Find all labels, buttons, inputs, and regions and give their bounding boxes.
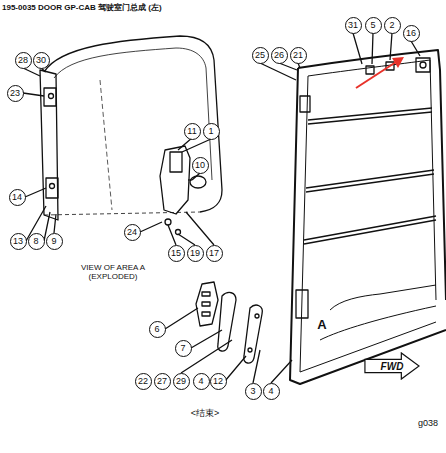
callout-number: 4: [263, 383, 280, 400]
callout-text: 27: [157, 377, 167, 386]
callout-text: 24: [127, 228, 137, 237]
callout-number: 21: [290, 47, 307, 64]
callout-number: 22: [135, 373, 152, 390]
callout-text: 12: [213, 377, 223, 386]
callout-number: 12: [210, 373, 227, 390]
door-frame: [290, 68, 446, 384]
callout-text: 13: [13, 237, 23, 246]
cab-panel-inner: [54, 48, 212, 180]
callout-number: 30: [33, 52, 50, 69]
callout-number: 3: [245, 383, 262, 400]
callout-number: 27: [154, 373, 171, 390]
area-letter: A: [317, 318, 326, 333]
callout-text: 25: [255, 51, 265, 60]
door-frame: [298, 50, 446, 300]
callout-text: 23: [10, 89, 20, 98]
callout-number: 1: [203, 123, 220, 140]
page-title: 195-0035 DOOR GP-CAB 驾驶室门总成 (左): [2, 2, 162, 13]
callout-text: 8: [33, 237, 38, 246]
callout-text: 17: [209, 249, 219, 258]
latch-knob: [190, 176, 206, 188]
callout-text: 5: [370, 21, 375, 30]
callout-text: 1: [208, 127, 213, 136]
striker: [196, 282, 218, 326]
callout-number: 7: [175, 340, 192, 357]
callout-text: 21: [293, 51, 303, 60]
callout-text: 28: [18, 56, 28, 65]
callout-text: 9: [51, 237, 56, 246]
end-mark: <结束>: [191, 408, 220, 418]
callout-text: 30: [36, 56, 46, 65]
callout-text: 22: [138, 377, 148, 386]
callout-number: 15: [168, 245, 185, 262]
callout-number: 28: [15, 52, 32, 69]
callout-number: 24: [124, 224, 141, 241]
callout-number: 2: [384, 17, 401, 34]
callout-text: 14: [12, 193, 22, 202]
callout-text: 10: [195, 161, 205, 170]
callout-number: 10: [192, 157, 209, 174]
callout-number: 6: [149, 321, 166, 338]
callout-text: 4: [198, 377, 203, 386]
callout-text: 31: [348, 21, 358, 30]
callout-number: 14: [9, 189, 26, 206]
cab-panel: [44, 36, 222, 212]
callout-text: 6: [154, 325, 159, 334]
callout-number: 5: [365, 17, 382, 34]
callout-text: 2: [389, 21, 394, 30]
callout-number: 25: [252, 47, 269, 64]
callout-number: 9: [46, 233, 63, 250]
callout-text: 7: [180, 344, 185, 353]
red-arrowhead: [392, 57, 404, 68]
arrow-label: FWD: [381, 361, 404, 372]
red-arrow: [356, 62, 396, 88]
callout-number: 26: [271, 47, 288, 64]
callout-number: 16: [403, 25, 420, 42]
callout-text: 19: [190, 249, 200, 258]
callout-number: 8: [28, 233, 45, 250]
callout-number: 4: [193, 373, 210, 390]
callout-text: 29: [176, 377, 186, 386]
direction-arrow: FWD: [364, 352, 420, 380]
callout-text: 4: [268, 387, 273, 396]
figure-id: g038: [418, 418, 438, 428]
latch-plate: [170, 152, 182, 172]
callout-text: 15: [171, 249, 181, 258]
callout-number: 19: [187, 245, 204, 262]
callout-number: 23: [7, 85, 24, 102]
callout-text: 16: [406, 29, 416, 38]
callout-text: 26: [274, 51, 284, 60]
hinge-lower: [46, 178, 58, 198]
shim: [218, 293, 236, 352]
view-caption: VIEW OF AREA A (EXPLODED): [73, 263, 153, 281]
callout-text: 11: [187, 127, 196, 136]
latch-body: [160, 146, 190, 214]
callout-number: 11: [184, 123, 201, 140]
callout-number: 13: [10, 233, 27, 250]
callout-text: 3: [250, 387, 255, 396]
callout-number: 31: [345, 17, 362, 34]
callout-number: 17: [206, 245, 223, 262]
callout-number: 29: [173, 373, 190, 390]
hinge-upper: [44, 88, 56, 106]
door-post: [40, 70, 58, 220]
